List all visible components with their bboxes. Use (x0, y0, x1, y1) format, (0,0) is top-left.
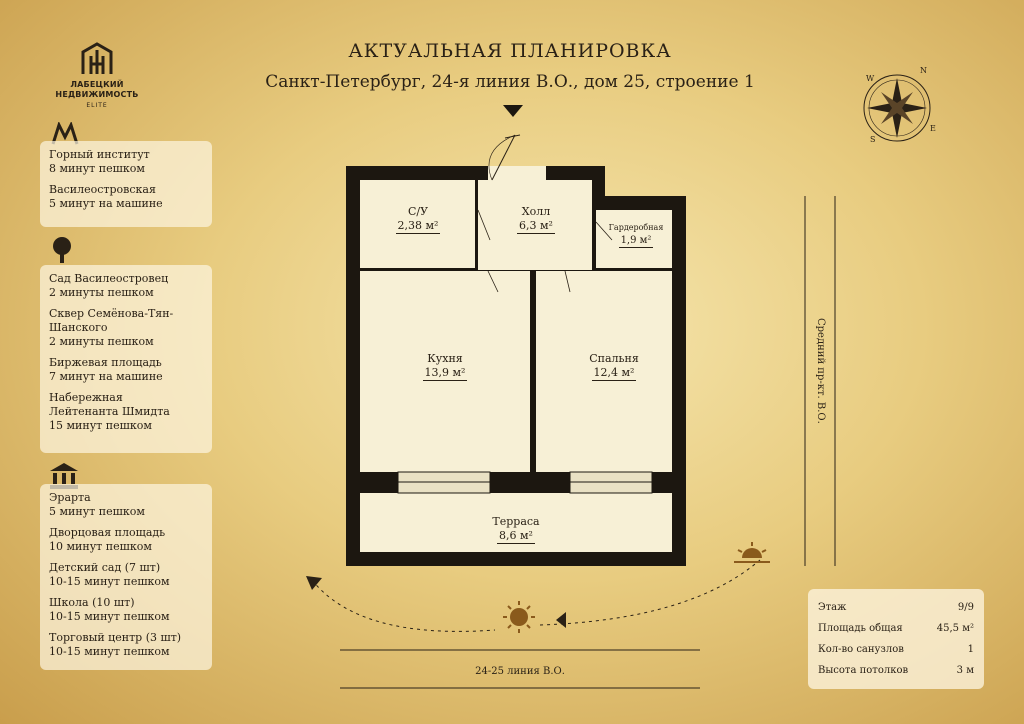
spec-value: 1 (967, 644, 974, 655)
logo-line-1: ЛАБЕЦКИЙ (70, 80, 124, 89)
page-title: АКТУАЛЬНАЯ ПЛАНИРОВКА (348, 40, 672, 62)
place-time: 10-15 минут пешком (49, 610, 170, 623)
place-name: Торговый центр (3 шт) (49, 631, 182, 644)
room-area: 13,9 м² (422, 366, 468, 381)
bathroom-floor (360, 180, 475, 268)
logo-line-3: ELITE (86, 102, 108, 109)
room-hall: Холл 6,3 м² (486, 205, 586, 234)
room-name: Терраса (492, 515, 540, 528)
compass-north-label: N (920, 66, 927, 75)
room-terrace: Терраса 8,6 м² (466, 515, 566, 544)
entrance-door (488, 166, 546, 180)
room-bathroom: С/У 2,38 м² (368, 205, 468, 234)
terrace-floor (360, 493, 672, 552)
sun-icon (503, 601, 535, 633)
spec-label: Этаж (818, 602, 847, 613)
road-label-right: Средний пр-кт. В.О. (815, 318, 826, 424)
park-time: 2 минуты пешком (49, 286, 154, 299)
specs-panel: Этаж 9/9 Площадь общая 45,5 м² Кол-во са… (808, 589, 984, 689)
address-subtitle: Санкт-Петербург, 24-я линия В.О., дом 25… (265, 72, 755, 92)
park-name-continued: Лейтенанта Шмидта (49, 405, 170, 418)
spec-row: Высота потолков 3 м (818, 660, 974, 681)
sunset-icon (734, 542, 770, 563)
building-logo-icon (81, 42, 113, 74)
spec-label: Высота потолков (818, 665, 909, 676)
room-name: Гардеробная (608, 223, 664, 232)
page-header: АКТУАЛЬНАЯ ПЛАНИРОВКА Санкт-Петербург, 2… (200, 40, 820, 92)
park-name-continued: Шанского (49, 321, 108, 334)
logo-line-2: НЕДВИЖИМОСТЬ (55, 90, 139, 99)
place-time: 10-15 минут пешком (49, 645, 170, 658)
spec-label: Кол-во санузлов (818, 644, 904, 655)
place-name: Дворцовая площадь (49, 526, 166, 539)
bedroom-floor (536, 271, 672, 472)
compass-south-label: S (870, 135, 876, 144)
room-area: 1,9 м² (618, 235, 654, 248)
spec-label: Площадь общая (818, 623, 903, 634)
place-time: 10-15 минут пешком (49, 575, 170, 588)
road-label-bottom: 24-25 линия В.О. (475, 666, 565, 677)
room-name: Кухня (427, 352, 463, 365)
metro-station-name: Горный институт (49, 148, 150, 161)
spec-row: Площадь общая 45,5 м² (818, 618, 974, 639)
culture-panel: Эрарта 5 минут пешком Дворцовая площадь … (40, 484, 212, 670)
room-wardrobe: Гардеробная 1,9 м² (598, 221, 674, 248)
room-name: С/У (407, 205, 429, 218)
wardrobe-floor (596, 210, 672, 268)
park-time: 7 минут на машине (49, 370, 163, 383)
sun-path-arrow-icon (306, 576, 322, 590)
parks-panel: Сад Василеостровец 2 минуты пешком Сквер… (40, 265, 212, 453)
place-time: 5 минут пешком (49, 505, 145, 518)
room-area: 8,6 м² (497, 529, 535, 544)
park-time: 2 минуты пешком (49, 335, 154, 348)
room-kitchen: Кухня 13,9 м² (395, 352, 495, 381)
compass-west-label: W (866, 74, 875, 83)
room-bedroom: Спальня 12,4 м² (564, 352, 664, 381)
room-name: Спальня (589, 352, 639, 365)
kitchen-floor (360, 271, 530, 472)
room-area: 2,38 м² (395, 219, 441, 234)
spec-row: Этаж 9/9 (818, 597, 974, 618)
metro-station-time: 5 минут на машине (49, 197, 163, 210)
company-logo: ЛАБЕЦКИЙ НЕДВИЖИМОСТЬ ELITE (52, 42, 142, 109)
room-area: 12,4 м² (591, 366, 637, 381)
place-name: Школа (10 шт) (49, 596, 135, 609)
metro-panel: Горный институт 8 минут пешком Василеост… (40, 141, 212, 227)
bathroom-niche (360, 271, 472, 290)
metro-icon (51, 122, 79, 145)
metro-station-name: Василеостровская (49, 183, 156, 196)
place-time: 10 минут пешком (49, 540, 152, 553)
park-name: Набережная (49, 391, 123, 404)
metro-station-time: 8 минут пешком (49, 162, 145, 175)
tree-icon (53, 237, 71, 263)
spec-value: 9/9 (957, 602, 974, 613)
park-time: 15 минут пешком (49, 419, 152, 432)
compass-rose-icon (863, 74, 931, 142)
spec-value: 3 м (956, 665, 974, 676)
place-name: Эрарта (49, 491, 91, 504)
park-name: Сад Василеостровец (49, 272, 169, 285)
room-area: 6,3 м² (517, 219, 555, 234)
park-name: Биржевая площадь (49, 356, 162, 369)
room-name: Холл (521, 205, 551, 218)
spec-value: 45,5 м² (936, 623, 974, 634)
place-name: Детский сад (7 шт) (49, 561, 161, 574)
compass-east-label: E (930, 124, 936, 133)
park-name: Сквер Семёнова-Тян- (49, 307, 174, 320)
hall-floor (478, 180, 592, 270)
entry-arrow-icon (503, 105, 523, 117)
spec-row: Кол-во санузлов 1 (818, 639, 974, 660)
